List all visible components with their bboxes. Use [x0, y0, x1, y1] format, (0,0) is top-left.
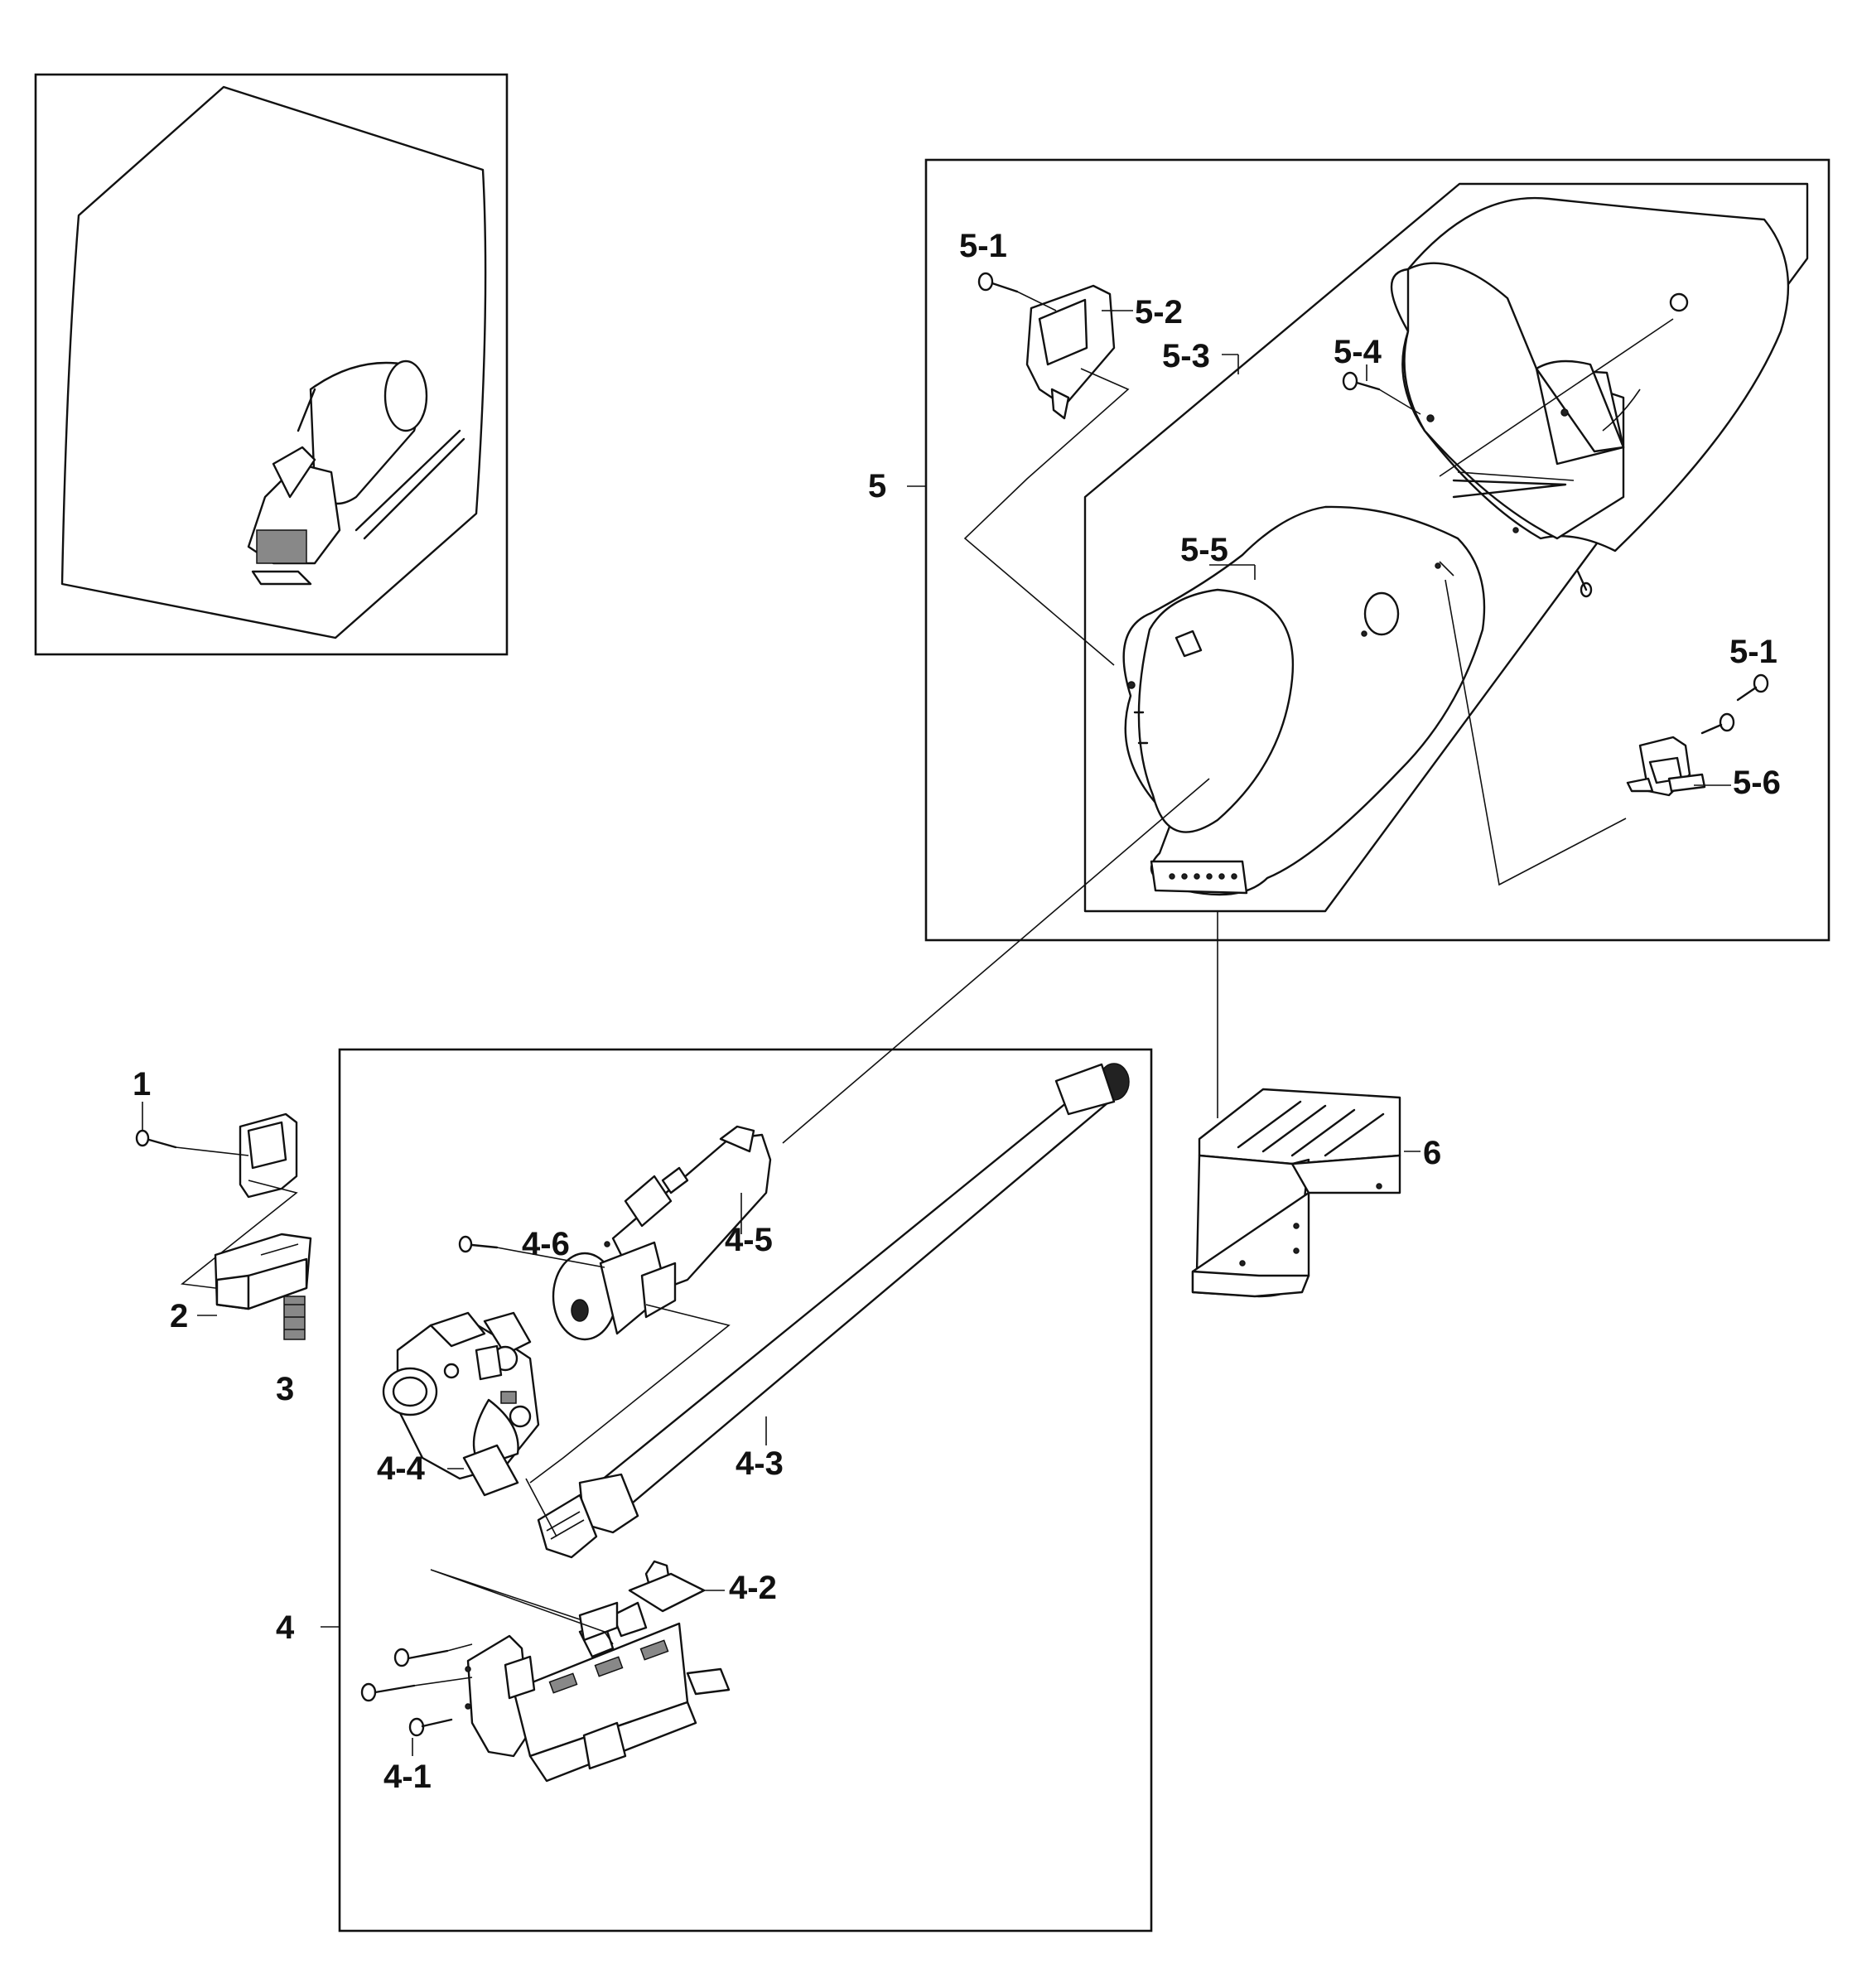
bracket-5-2 [1025, 284, 1116, 420]
overview-burner-assembly [247, 359, 465, 586]
leader-5-5-to-4-5 [782, 778, 1210, 1144]
assembly-4-group: 4 4-3 4-5 [276, 1048, 1153, 1933]
flame-sensor-5-6 [1626, 736, 1706, 797]
callout-5-4: 5-4 [1334, 334, 1382, 370]
assembly-5-frame [924, 158, 1830, 942]
screw-5-4 [1342, 371, 1421, 415]
sub-assembly-5-3-outline [1083, 182, 1809, 913]
callout-4-6: 4-6 [522, 1226, 570, 1262]
callout-5-2: 5-2 [1135, 294, 1183, 331]
callout-4-4: 4-4 [377, 1450, 426, 1487]
callout-4: 4 [276, 1609, 295, 1646]
callout-5-3: 5-3 [1162, 338, 1210, 374]
assembly-5-group: 5 5-3 5-1 5-2 [868, 158, 1830, 1118]
callout-5-5: 5-5 [1180, 532, 1228, 568]
callout-4-5: 4-5 [725, 1222, 773, 1258]
callout-4-3: 4-3 [736, 1445, 784, 1482]
callout-5: 5 [868, 468, 886, 504]
burner-shell-5-5 [1122, 505, 1486, 896]
callout-4-2: 4-2 [729, 1570, 777, 1606]
overview-inset-frame [34, 73, 509, 656]
burner-tube-4-5 [552, 1125, 772, 1341]
callout-1: 1 [133, 1066, 151, 1103]
overview-inset [34, 73, 509, 656]
callout-5-6: 5-6 [1733, 765, 1781, 801]
callout-2: 2 [170, 1298, 188, 1334]
part-3-igniter-element [283, 1296, 306, 1340]
gas-tube-4-3 [537, 1063, 1130, 1559]
part-6-bracket [1191, 1088, 1401, 1298]
screws-4-1 [360, 1643, 473, 1737]
screw-4-6 [458, 1235, 605, 1268]
callout-6: 6 [1423, 1135, 1441, 1171]
callout-5-1-top: 5-1 [959, 228, 1007, 264]
callout-5-1-right: 5-1 [1729, 634, 1777, 670]
base-bracket-4-2 [465, 1560, 731, 1783]
assembly-4-frame [338, 1048, 1153, 1933]
gas-valve-4-4 [382, 1311, 540, 1497]
screw-5-1-top [977, 272, 1057, 311]
dryer-cabinet-outline [60, 85, 487, 639]
part-1-clip-and-screw [135, 1112, 298, 1293]
callout-4-1: 4-1 [383, 1759, 432, 1795]
screws-5-1-right [1700, 673, 1769, 735]
callout-3: 3 [276, 1371, 294, 1407]
part-2-igniter-holder [214, 1233, 312, 1310]
